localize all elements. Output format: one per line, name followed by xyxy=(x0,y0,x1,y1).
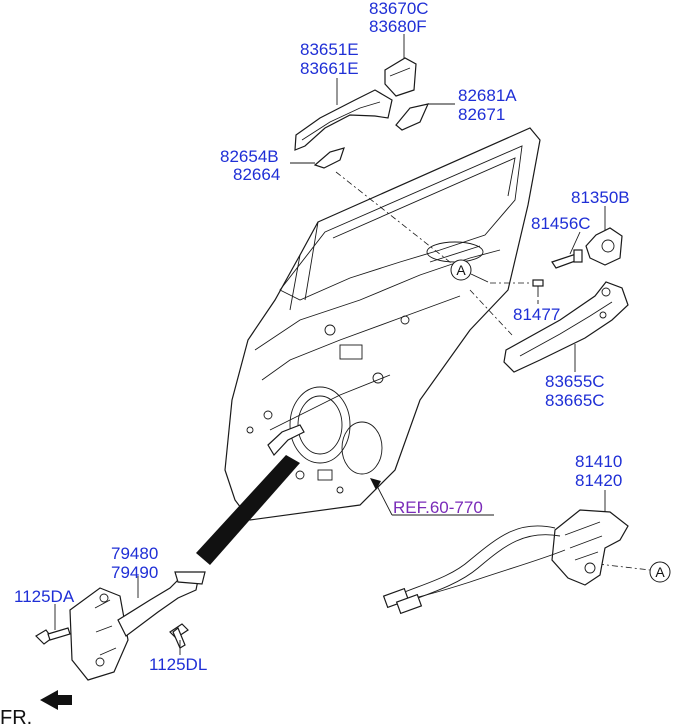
part-number-label: 82654B xyxy=(220,147,279,166)
callout-a-label: A xyxy=(456,262,466,278)
bolt-1125dl xyxy=(169,623,189,655)
front-arrow-icon xyxy=(40,690,72,710)
part-number-label: 83670C xyxy=(369,0,429,18)
part-number-label: 83665C xyxy=(545,391,605,410)
handle-bracket xyxy=(503,281,629,373)
part-number-label: 1125DA xyxy=(14,587,75,606)
bolt-1125da xyxy=(35,604,71,645)
front-label: FR. xyxy=(0,707,32,727)
front-direction-indicator: FR. xyxy=(0,690,72,727)
callout-a-upper: A xyxy=(450,259,532,284)
striker-cap xyxy=(585,206,623,266)
handle-cover xyxy=(384,34,417,97)
part-labels: 83670C 83680F 83651E 83661E 82681A 82671… xyxy=(14,0,630,674)
assembly-arrow xyxy=(196,455,300,565)
part-number-label: 1125DL xyxy=(149,655,207,674)
door-latch xyxy=(382,490,629,615)
part-number-label: 81410 xyxy=(575,452,622,471)
assembly-line xyxy=(335,171,461,271)
part-number-label: 81477 xyxy=(513,305,560,324)
assembly-line xyxy=(469,289,513,336)
part-number-label: 81420 xyxy=(575,471,622,490)
rear-door-panel xyxy=(224,127,541,521)
handle-pad-rear xyxy=(290,147,345,169)
part-number-label: 83680F xyxy=(369,17,427,36)
clip-81477 xyxy=(532,279,544,304)
part-number-label: 79480 xyxy=(111,544,158,563)
ref-leader xyxy=(370,478,494,516)
screw-81456c xyxy=(551,231,583,269)
part-number-label: 79490 xyxy=(111,563,158,582)
part-number-label: 83661E xyxy=(300,59,359,78)
outside-handle xyxy=(294,78,393,151)
part-number-label: 82664 xyxy=(233,165,280,184)
part-number-label: 82681A xyxy=(458,86,517,105)
part-number-label: 83651E xyxy=(300,40,359,59)
reference-label: REF.60-770 xyxy=(393,498,483,517)
part-number-label: 81456C xyxy=(531,214,591,233)
callout-a-label: A xyxy=(655,564,665,580)
callout-a-lower: A xyxy=(649,561,671,583)
part-number-label: 83655C xyxy=(545,372,605,391)
part-number-label: 81350B xyxy=(571,188,630,207)
door-checker xyxy=(69,571,206,681)
assembly-line xyxy=(597,563,651,571)
part-number-label: 82671 xyxy=(458,105,505,124)
handle-pad xyxy=(395,103,455,131)
